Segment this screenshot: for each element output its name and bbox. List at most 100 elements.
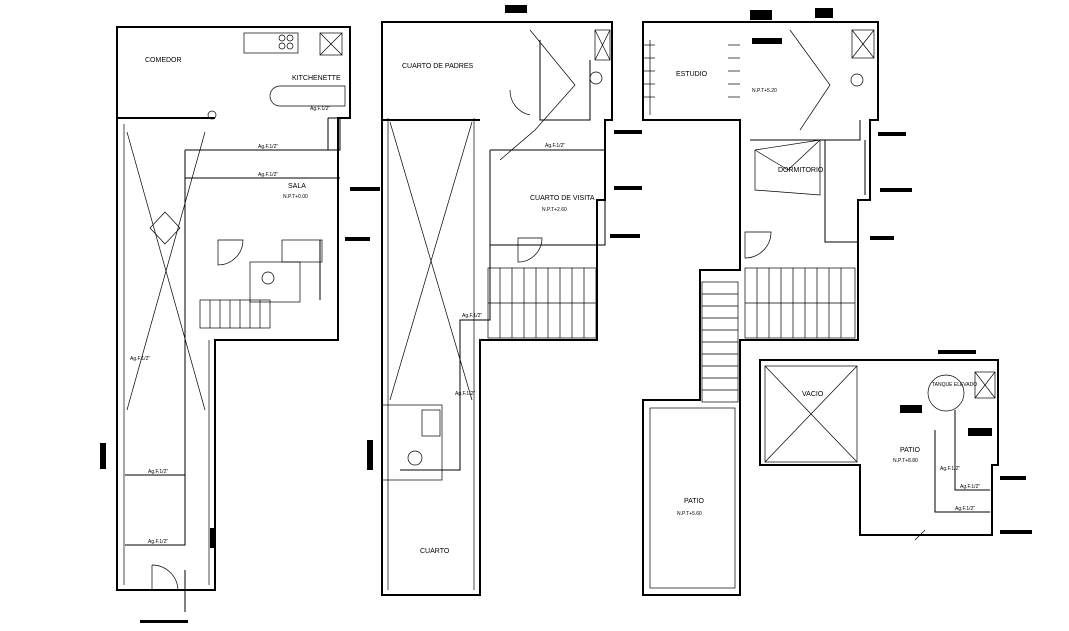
kitchen-sink <box>269 85 346 107</box>
note-tag <box>1000 530 1032 534</box>
stove-burner <box>278 34 286 42</box>
door-swing <box>509 89 531 116</box>
break-mark <box>914 529 926 541</box>
level-label: N.P.T+2.60 <box>542 207 567 213</box>
pipe-run <box>824 140 858 243</box>
toilet <box>407 450 423 466</box>
pipe-label: Ag.F.1/2" <box>148 469 168 475</box>
room-label-patio: PATIO <box>900 447 921 454</box>
pipe-run <box>185 117 341 151</box>
note-tag <box>750 10 772 20</box>
note-tag <box>1000 476 1026 480</box>
note-tag <box>752 38 782 44</box>
pipe-label: Ag.F.1/2" <box>258 172 278 178</box>
stair-landing <box>281 239 323 263</box>
second-floor-plan: CUARTO DE PADRES CUARTO DE VISITA N.P.T+… <box>367 5 642 596</box>
pipe-label: Ag.F.1/2" <box>960 484 980 490</box>
door-swing <box>517 237 543 263</box>
third-floor-outline <box>642 21 879 596</box>
pipe-run <box>400 245 491 471</box>
pipe-run <box>125 150 186 546</box>
entry-door <box>151 564 179 591</box>
pipe-run <box>489 150 606 246</box>
note-tag <box>815 8 833 18</box>
column <box>207 110 217 120</box>
note-tag <box>614 186 642 190</box>
level-label: N.P.T+5.60 <box>677 511 702 517</box>
pipe-run <box>934 430 990 513</box>
room-label-guest: CUARTO DE VISITA <box>530 195 595 202</box>
toilet <box>589 71 603 85</box>
room-label-patio: PATIO <box>684 498 705 505</box>
room-label-master: CUARTO DE PADRES <box>402 63 474 70</box>
room-label-dining: COMEDOR <box>145 57 182 64</box>
pipe-label: Ag.F.1/2" <box>130 356 150 362</box>
stair-curve <box>789 29 831 131</box>
stair-treads <box>209 300 261 328</box>
pipe-run <box>750 120 861 141</box>
note-tag <box>870 236 894 240</box>
pipe-label: Ag.F.1/2" <box>545 143 565 149</box>
pipe-label: Ag.F.1/2" <box>148 539 168 545</box>
note-tag <box>880 188 912 192</box>
pipe-label: Ag.F.1/2" <box>455 391 475 397</box>
bed <box>754 139 821 196</box>
patio-slab <box>649 407 736 589</box>
stair-curve <box>499 29 576 161</box>
pipe-label: Ag.F.1/2" <box>258 144 278 150</box>
room-label-tank: TANQUE ELEVADO <box>932 382 977 388</box>
plan-title-bar <box>140 620 188 623</box>
balcony-slats <box>643 44 740 98</box>
pipe-run <box>539 40 591 121</box>
room-label-living: SALA <box>288 183 306 190</box>
water-tank <box>927 374 965 412</box>
pipe-label: Ag.F.1/2" <box>462 313 482 319</box>
shaft <box>974 371 996 399</box>
roof-outline <box>759 359 999 536</box>
note-tag <box>938 350 976 354</box>
shower <box>421 409 441 437</box>
note-tag <box>210 528 216 548</box>
stove-burner <box>286 34 294 42</box>
note-tag <box>100 443 106 469</box>
note-tag <box>878 132 906 136</box>
kitchen-counter <box>243 32 299 54</box>
note-tag <box>614 130 642 134</box>
void-diagonal <box>764 365 858 463</box>
room-label-void: VACIO <box>802 391 824 398</box>
note-tag <box>968 428 992 436</box>
first-floor-outline <box>116 26 351 591</box>
door-swing <box>744 231 772 259</box>
pipe-label: Ag.F.1/2" <box>310 106 330 112</box>
room-label-kitchenette: KITCHENETTE <box>292 75 341 82</box>
level-label: N.P.T+8.80 <box>893 458 918 464</box>
note-tag <box>505 5 527 13</box>
pipe-label: Ag.F.1/2" <box>940 466 960 472</box>
stairs <box>199 299 271 329</box>
second-floor-outline <box>381 21 613 596</box>
bathroom <box>249 261 301 303</box>
note-tag <box>345 237 370 241</box>
void-square <box>764 365 858 463</box>
bathroom <box>381 404 443 481</box>
stove-burner <box>286 42 294 50</box>
first-floor-plan: COMEDOR KITCHENETTE SALA N.P.T+0.00 Ag.F… <box>100 26 380 623</box>
stove-burner <box>278 42 286 50</box>
bed-cross <box>754 149 789 171</box>
shaft <box>594 29 611 61</box>
door-swing <box>217 239 244 266</box>
void-diagonal <box>389 121 473 401</box>
room-label-room: CUARTO <box>420 548 450 555</box>
pipe-label: Ag.F.1/2" <box>955 506 975 512</box>
bed-cross <box>787 139 821 171</box>
note-tag <box>350 187 380 191</box>
fridge-cross <box>319 32 343 56</box>
shaft-cross <box>594 29 611 61</box>
level-label: N.P.T+5.20 <box>752 88 777 94</box>
shaft-cross <box>851 29 875 59</box>
level-label: N.P.T+0.00 <box>283 194 308 200</box>
room-label-bedroom: DORMITORIO <box>778 167 824 174</box>
shaft-cross <box>974 371 996 399</box>
skylight-diamond <box>149 211 181 245</box>
shaft <box>851 29 875 59</box>
